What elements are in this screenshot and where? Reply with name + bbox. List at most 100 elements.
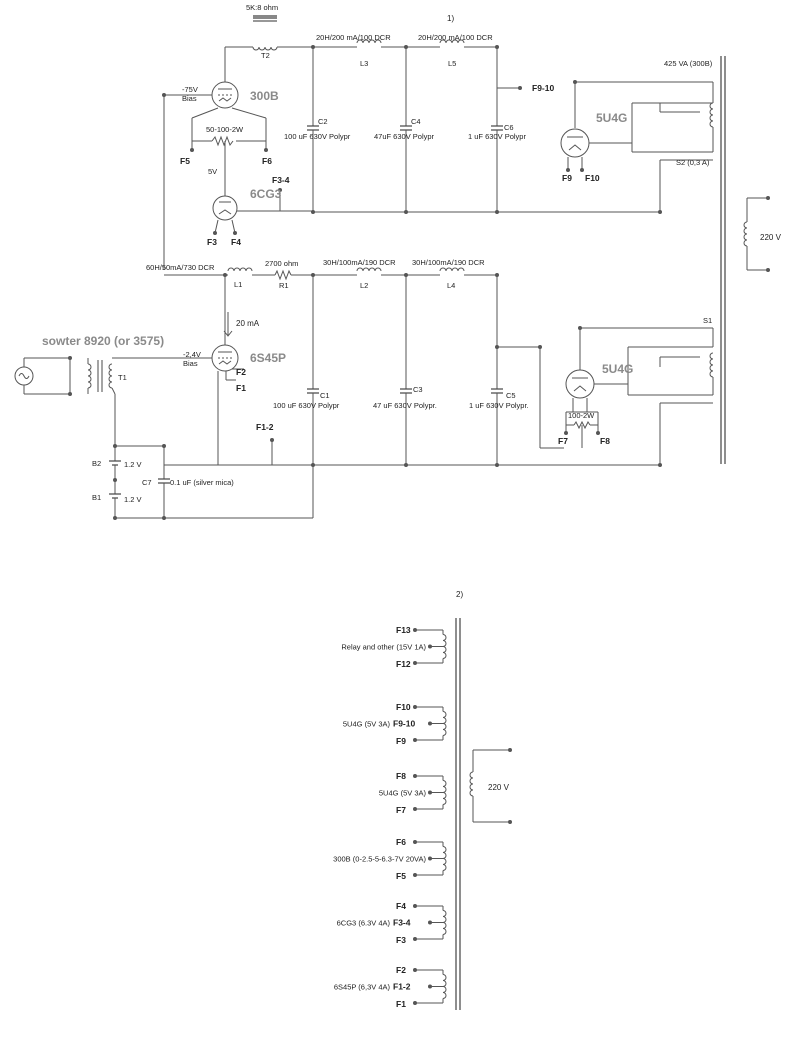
l4-label: 30H/100mA/190 DCR [412,258,485,267]
l5-ref: L5 [448,59,456,68]
bias-6s45p-value: -2,4V [183,350,201,359]
winding-bottom-pin: F5 [396,871,406,881]
winding-bottom-pin: F3 [396,935,406,945]
l2-ref: L2 [360,281,368,290]
t2-ratio-label: 5K:8 ohm [246,3,278,12]
c1-ref: C1 [320,391,330,400]
winding-top-pin: F13 [396,625,411,635]
l4-ref: L4 [447,281,455,290]
current-arrow-icon [223,312,233,337]
tube-6cg3 [212,188,313,235]
upper-filter-capacitors [306,47,662,214]
power-transformer-rating: 425 VA (300B) [664,59,713,68]
winding-center-tap: F9-10 [393,719,415,729]
bias-300b-value: -75V [182,85,198,94]
winding-coil-icon [442,780,447,805]
input-transformer-t1 [14,356,116,446]
c1-value: 100 uF 630V Polypr [273,401,340,410]
t2-secondary-icon [253,15,277,19]
mains-220v-a: 220 V [760,233,782,242]
battery-b2-voltage: 1.2 V [124,460,142,469]
bias-6s45p-word: Bias [183,359,198,368]
c2-ref: C2 [318,117,328,126]
mains-220v-b: 220 V [488,783,510,792]
winding-description: Relay and other (15V 1A) [341,643,426,652]
winding-top-pin: F6 [396,837,406,847]
c7-ref: C7 [142,478,152,487]
winding-coil-icon [442,846,447,871]
bias-300b-word: Bias [182,94,197,103]
winding-top-pin: F2 [396,965,406,975]
pin-f8-a: F8 [600,436,610,446]
tube-300b-icon [211,81,239,109]
winding-top-pin: F8 [396,771,406,781]
rectifier-5u4g-upper-icon [560,128,590,158]
pin-f7-a: F7 [558,436,568,446]
c2-value: 100 uF 630V Polypr [284,132,351,141]
secondary-s2-label: S2 (0,3 A) [676,158,710,167]
winding-coil-icon [442,711,447,736]
primary-220v-lower [469,748,512,824]
winding-bottom-pin: F7 [396,805,406,815]
tube-6cg3-label: 6CG3 [250,187,282,201]
r1-ref: R1 [279,281,289,290]
pin-f4-a: F4 [231,237,241,247]
power-transformer-upper-secondary [659,82,714,212]
l1-ref: L1 [234,280,242,289]
c4-value: 47uF 630V Polypr [374,132,435,141]
winding-bottom-pin: F1 [396,999,406,1009]
primary-220v-upper [743,196,770,272]
pin-f10-a: F10 [585,173,600,183]
winding-description: 5U4G (5V 3A) [343,720,391,729]
rectifier-5u4g-lower-label: 5U4G [602,362,633,376]
t1-ref: T1 [118,373,127,382]
winding-description: 5U4G (5V 3A) [379,789,427,798]
battery-b1-voltage: 1.2 V [124,495,142,504]
winding-center-tap: F3-4 [393,918,411,928]
c3-value: 47 uF 630V Polypr. [373,401,437,410]
l5-label: 20H/200 mA/100 DCR [418,33,493,42]
pin-f1-a: F1 [236,383,246,393]
tube-300b [162,47,267,270]
input-transformer-label: sowter 8920 (or 3575) [42,334,164,348]
winding-center-tap: F1-2 [393,982,411,992]
pin-f5-a: F5 [180,156,190,166]
bias-batteries [109,444,314,520]
rectifier-5u4g-upper-label: 5U4G [596,111,627,125]
tube-300b-label: 300B [250,89,279,103]
c4-ref: C4 [411,117,421,126]
diagram2-number: 2) [456,590,463,599]
l3-ref: L3 [360,59,368,68]
tube-6s45p-icon [211,344,239,372]
pin-f3-4-a: F3-4 [272,175,290,185]
plate-current-label: 20 mA [236,319,260,328]
bias-resistor-label: 50-100-2W [206,125,244,134]
c5-value: 1 uF 630V Polypr. [469,401,529,410]
secondary-s1-label: S1 [703,316,712,325]
c3-ref: C3 [413,385,423,394]
rectifier-5u4g-lower [564,326,713,448]
pin-f2-a: F2 [236,367,246,377]
winding-coil-icon [442,634,447,659]
rectifier-5u4g-upper [560,80,713,172]
winding-top-pin: F10 [396,702,411,712]
c5-ref: C5 [506,391,516,400]
l2-label: 30H/100mA/190 DCR [323,258,396,267]
battery-b1-ref: B1 [92,493,101,502]
pin-f9-a: F9 [562,173,572,183]
l1-label: 60H/50mA/730 DCR [146,263,215,272]
c7-value: 0.1 uF (silver mica) [170,478,234,487]
pin-f3-a: F3 [207,237,217,247]
power-transformer-lower-secondary [659,328,714,465]
lower-filter-capacitors [164,275,662,467]
output-transformer-t2: 5K:8 ohm T2 [246,3,278,60]
diagram1-number: 1) [447,14,454,23]
